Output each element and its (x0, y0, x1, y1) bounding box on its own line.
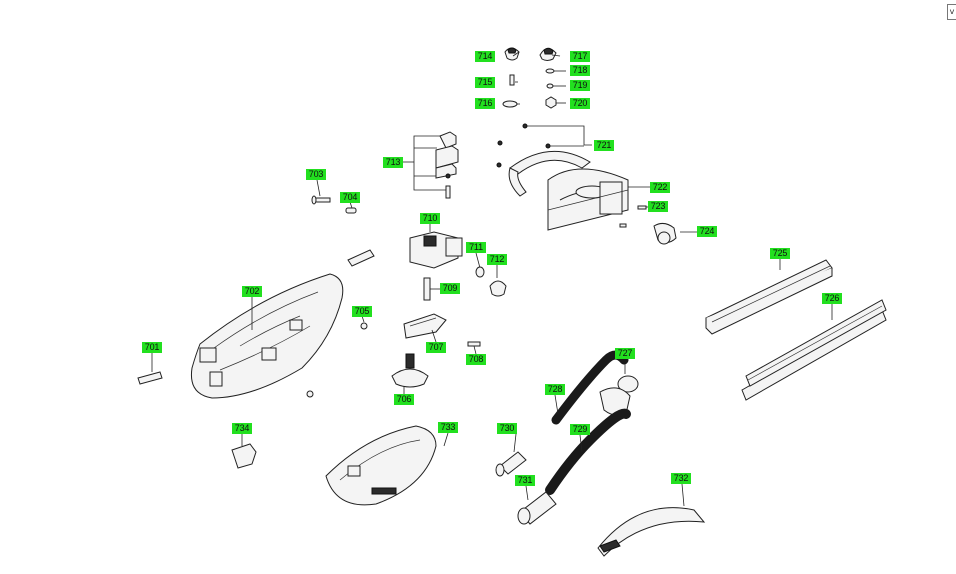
callout-710: 710 (420, 213, 440, 224)
part-733-cover (325, 425, 449, 506)
callout-725: 725 (770, 248, 790, 259)
part-705-screw (360, 315, 368, 330)
part-714-knob (504, 47, 520, 61)
callout-724: 724 (697, 226, 717, 237)
part-732-blade-guard (597, 483, 706, 557)
part-722-miter-gauge (508, 150, 651, 231)
part-713-bracket-set (401, 131, 459, 199)
part-715-pin (509, 74, 515, 86)
callout-733: 733 (438, 422, 458, 433)
callout-715: 715 (475, 77, 495, 88)
callout-709: 709 (440, 283, 460, 294)
part-731-fitting (517, 485, 557, 525)
part-709-screw (423, 277, 440, 301)
part-725-rail (705, 259, 833, 335)
part-727-hose-adapter (599, 359, 639, 416)
callout-711: 711 (466, 242, 486, 253)
callout-706: 706 (394, 394, 414, 405)
callout-717: 717 (570, 51, 590, 62)
callout-732: 732 (671, 473, 691, 484)
callout-726: 726 (822, 293, 842, 304)
callout-705: 705 (352, 306, 372, 317)
part-704-pin (345, 201, 357, 214)
part-724-bracket (619, 222, 699, 245)
callout-704: 704 (340, 192, 360, 203)
callout-719: 719 (570, 80, 590, 91)
callout-713: 713 (383, 157, 403, 168)
callout-702: 702 (242, 286, 262, 297)
part-718-washer (545, 68, 555, 74)
part-721-screws (496, 123, 592, 168)
callout-723: 723 (648, 201, 668, 212)
part-730-fitting (495, 433, 527, 477)
callout-714: 714 (475, 51, 495, 62)
part-720-nut (545, 96, 557, 109)
callout-721: 721 (594, 140, 614, 151)
callout-720: 720 (570, 98, 590, 109)
callout-701: 701 (142, 342, 162, 353)
callout-703: 703 (306, 169, 326, 180)
callout-712: 712 (487, 254, 507, 265)
part-717-knob (539, 47, 557, 61)
corner-toggle-button[interactable]: v (947, 4, 956, 20)
callout-707: 707 (426, 342, 446, 353)
part-711-knob (475, 252, 485, 278)
part-726-rail (741, 299, 887, 401)
part-729-hose (545, 408, 631, 495)
callout-728: 728 (545, 384, 565, 395)
part-719-screw (546, 83, 554, 89)
callout-708: 708 (466, 354, 486, 365)
callout-718: 718 (570, 65, 590, 76)
part-706-knob-screw (391, 353, 429, 394)
callout-716: 716 (475, 98, 495, 109)
part-716-disc (502, 100, 518, 108)
part-712-knob (489, 265, 507, 297)
part-708-pin (467, 341, 481, 355)
callout-729: 729 (570, 424, 590, 435)
callout-730: 730 (497, 423, 517, 434)
callout-727: 727 (615, 348, 635, 359)
part-702-housing (190, 273, 344, 399)
part-703-screw (311, 179, 331, 205)
part-734-clip (231, 434, 257, 469)
callout-722: 722 (650, 182, 670, 193)
callout-734: 734 (232, 423, 252, 434)
part-707-clamp-lever (403, 313, 447, 343)
part-710-clamp (409, 222, 463, 269)
part-701-plate (137, 352, 163, 385)
part-plate (347, 249, 375, 267)
callout-731: 731 (515, 475, 535, 486)
